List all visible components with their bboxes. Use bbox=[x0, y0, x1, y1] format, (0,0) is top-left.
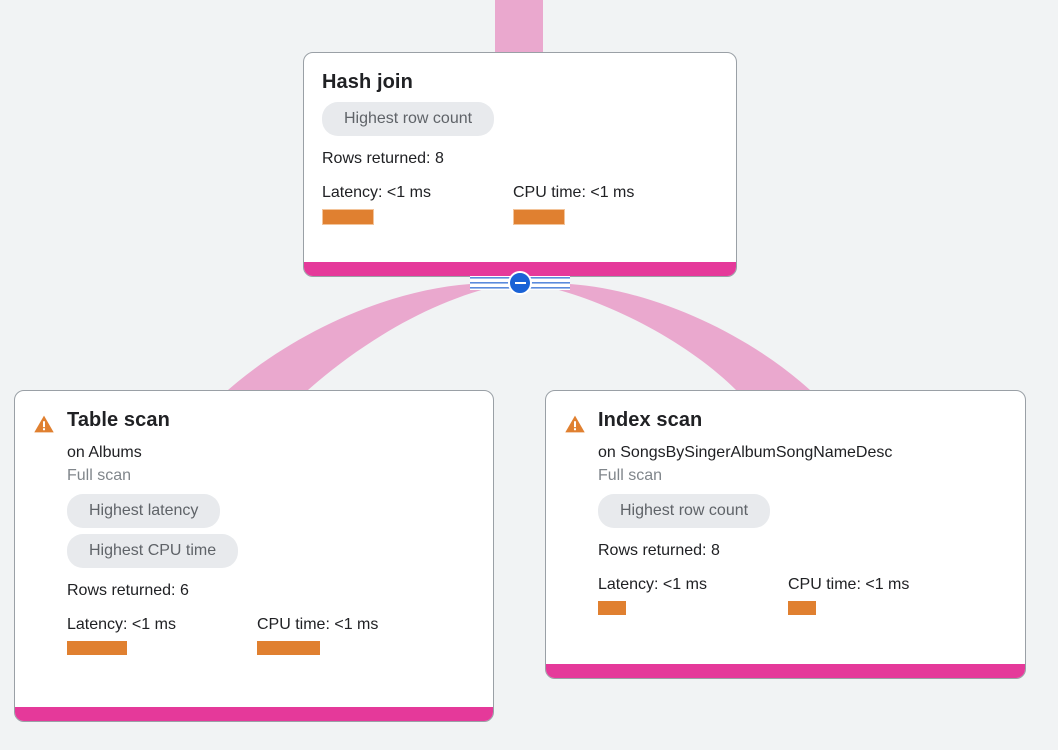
node-index-scan-content: Index scan on SongsBySingerAlbumSongName… bbox=[598, 407, 909, 615]
node-subject: on SongsBySingerAlbumSongNameDesc bbox=[598, 444, 893, 461]
metric-cpu-time-label: CPU time: <1 ms bbox=[257, 616, 379, 633]
minus-circle-icon[interactable] bbox=[508, 271, 532, 295]
rows-returned: Rows returned: 8 bbox=[598, 542, 720, 559]
metric-latency-label: Latency: <1 ms bbox=[598, 576, 707, 593]
node-subject: on Albums bbox=[67, 444, 142, 461]
node-title: Hash join bbox=[322, 71, 413, 93]
chip-highest-latency[interactable]: Highest latency bbox=[67, 494, 221, 528]
node-title: Index scan bbox=[598, 409, 703, 431]
metric-cpu-time: CPU time: <1 ms bbox=[788, 575, 909, 615]
node-table-scan-metrics: Latency: <1 ms CPU time: <1 ms bbox=[67, 615, 378, 655]
metric-latency-bar bbox=[598, 601, 626, 615]
metric-latency: Latency: <1 ms bbox=[67, 615, 257, 655]
metric-latency-bar bbox=[322, 209, 374, 225]
node-hash-join[interactable]: Hash join Highest row count Rows returne… bbox=[303, 52, 737, 277]
metric-cpu-time-bar bbox=[513, 209, 565, 225]
metric-cpu-time-label: CPU time: <1 ms bbox=[788, 576, 910, 593]
node-table-scan-content: Table scan on Albums Full scan Highest l… bbox=[67, 407, 378, 655]
node-hash-join-chips: Highest row count bbox=[322, 102, 634, 142]
node-scan-type: Full scan bbox=[67, 467, 132, 484]
node-hash-join-body: Hash join Highest row count Rows returne… bbox=[304, 53, 736, 239]
node-table-scan-body: Table scan on Albums Full scan Highest l… bbox=[15, 391, 493, 669]
edge-root-to-hash-join bbox=[495, 0, 543, 52]
chip-highest-cpu-time[interactable]: Highest CPU time bbox=[67, 534, 239, 568]
node-index-scan-chips: Highest row count bbox=[598, 494, 909, 534]
node-hash-join-header: Hash join Highest row count Rows returne… bbox=[322, 69, 718, 225]
node-index-scan[interactable]: Index scan on SongsBySingerAlbumSongName… bbox=[545, 390, 1026, 679]
rows-returned: Rows returned: 6 bbox=[67, 582, 189, 599]
node-accent-bar bbox=[304, 262, 736, 276]
metric-cpu-time: CPU time: <1 ms bbox=[257, 615, 378, 655]
node-accent-bar bbox=[15, 707, 493, 721]
rows-returned: Rows returned: 8 bbox=[322, 150, 444, 167]
collapse-toggle[interactable] bbox=[470, 271, 570, 295]
metric-latency: Latency: <1 ms bbox=[322, 183, 513, 225]
chip-highest-row-count[interactable]: Highest row count bbox=[322, 102, 495, 136]
edge-hash-join-to-table-scan bbox=[228, 284, 505, 390]
node-accent-bar bbox=[546, 664, 1025, 678]
node-table-scan-header: Table scan on Albums Full scan Highest l… bbox=[33, 407, 475, 655]
node-table-scan-chips: Highest latency Highest CPU time bbox=[67, 494, 378, 574]
node-title: Table scan bbox=[67, 409, 170, 431]
metric-cpu-time: CPU time: <1 ms bbox=[513, 183, 634, 225]
node-hash-join-content: Hash join Highest row count Rows returne… bbox=[322, 69, 634, 225]
warning-triangle-icon bbox=[34, 415, 54, 433]
edge-hash-join-to-index-scan bbox=[535, 284, 810, 390]
node-hash-join-metrics: Latency: <1 ms CPU time: <1 ms bbox=[322, 183, 634, 225]
metric-cpu-time-label: CPU time: <1 ms bbox=[513, 184, 635, 201]
node-table-scan[interactable]: Table scan on Albums Full scan Highest l… bbox=[14, 390, 494, 722]
metric-latency-label: Latency: <1 ms bbox=[67, 616, 176, 633]
node-index-scan-body: Index scan on SongsBySingerAlbumSongName… bbox=[546, 391, 1025, 629]
chip-highest-row-count[interactable]: Highest row count bbox=[598, 494, 771, 528]
node-index-scan-metrics: Latency: <1 ms CPU time: <1 ms bbox=[598, 575, 909, 615]
metric-latency: Latency: <1 ms bbox=[598, 575, 788, 615]
metric-cpu-time-bar bbox=[257, 641, 320, 655]
metric-latency-label: Latency: <1 ms bbox=[322, 184, 431, 201]
metric-cpu-time-bar bbox=[788, 601, 816, 615]
node-index-scan-header: Index scan on SongsBySingerAlbumSongName… bbox=[564, 407, 1007, 615]
warning-triangle-icon bbox=[565, 415, 585, 433]
metric-latency-bar bbox=[67, 641, 127, 655]
node-scan-type: Full scan bbox=[598, 467, 663, 484]
